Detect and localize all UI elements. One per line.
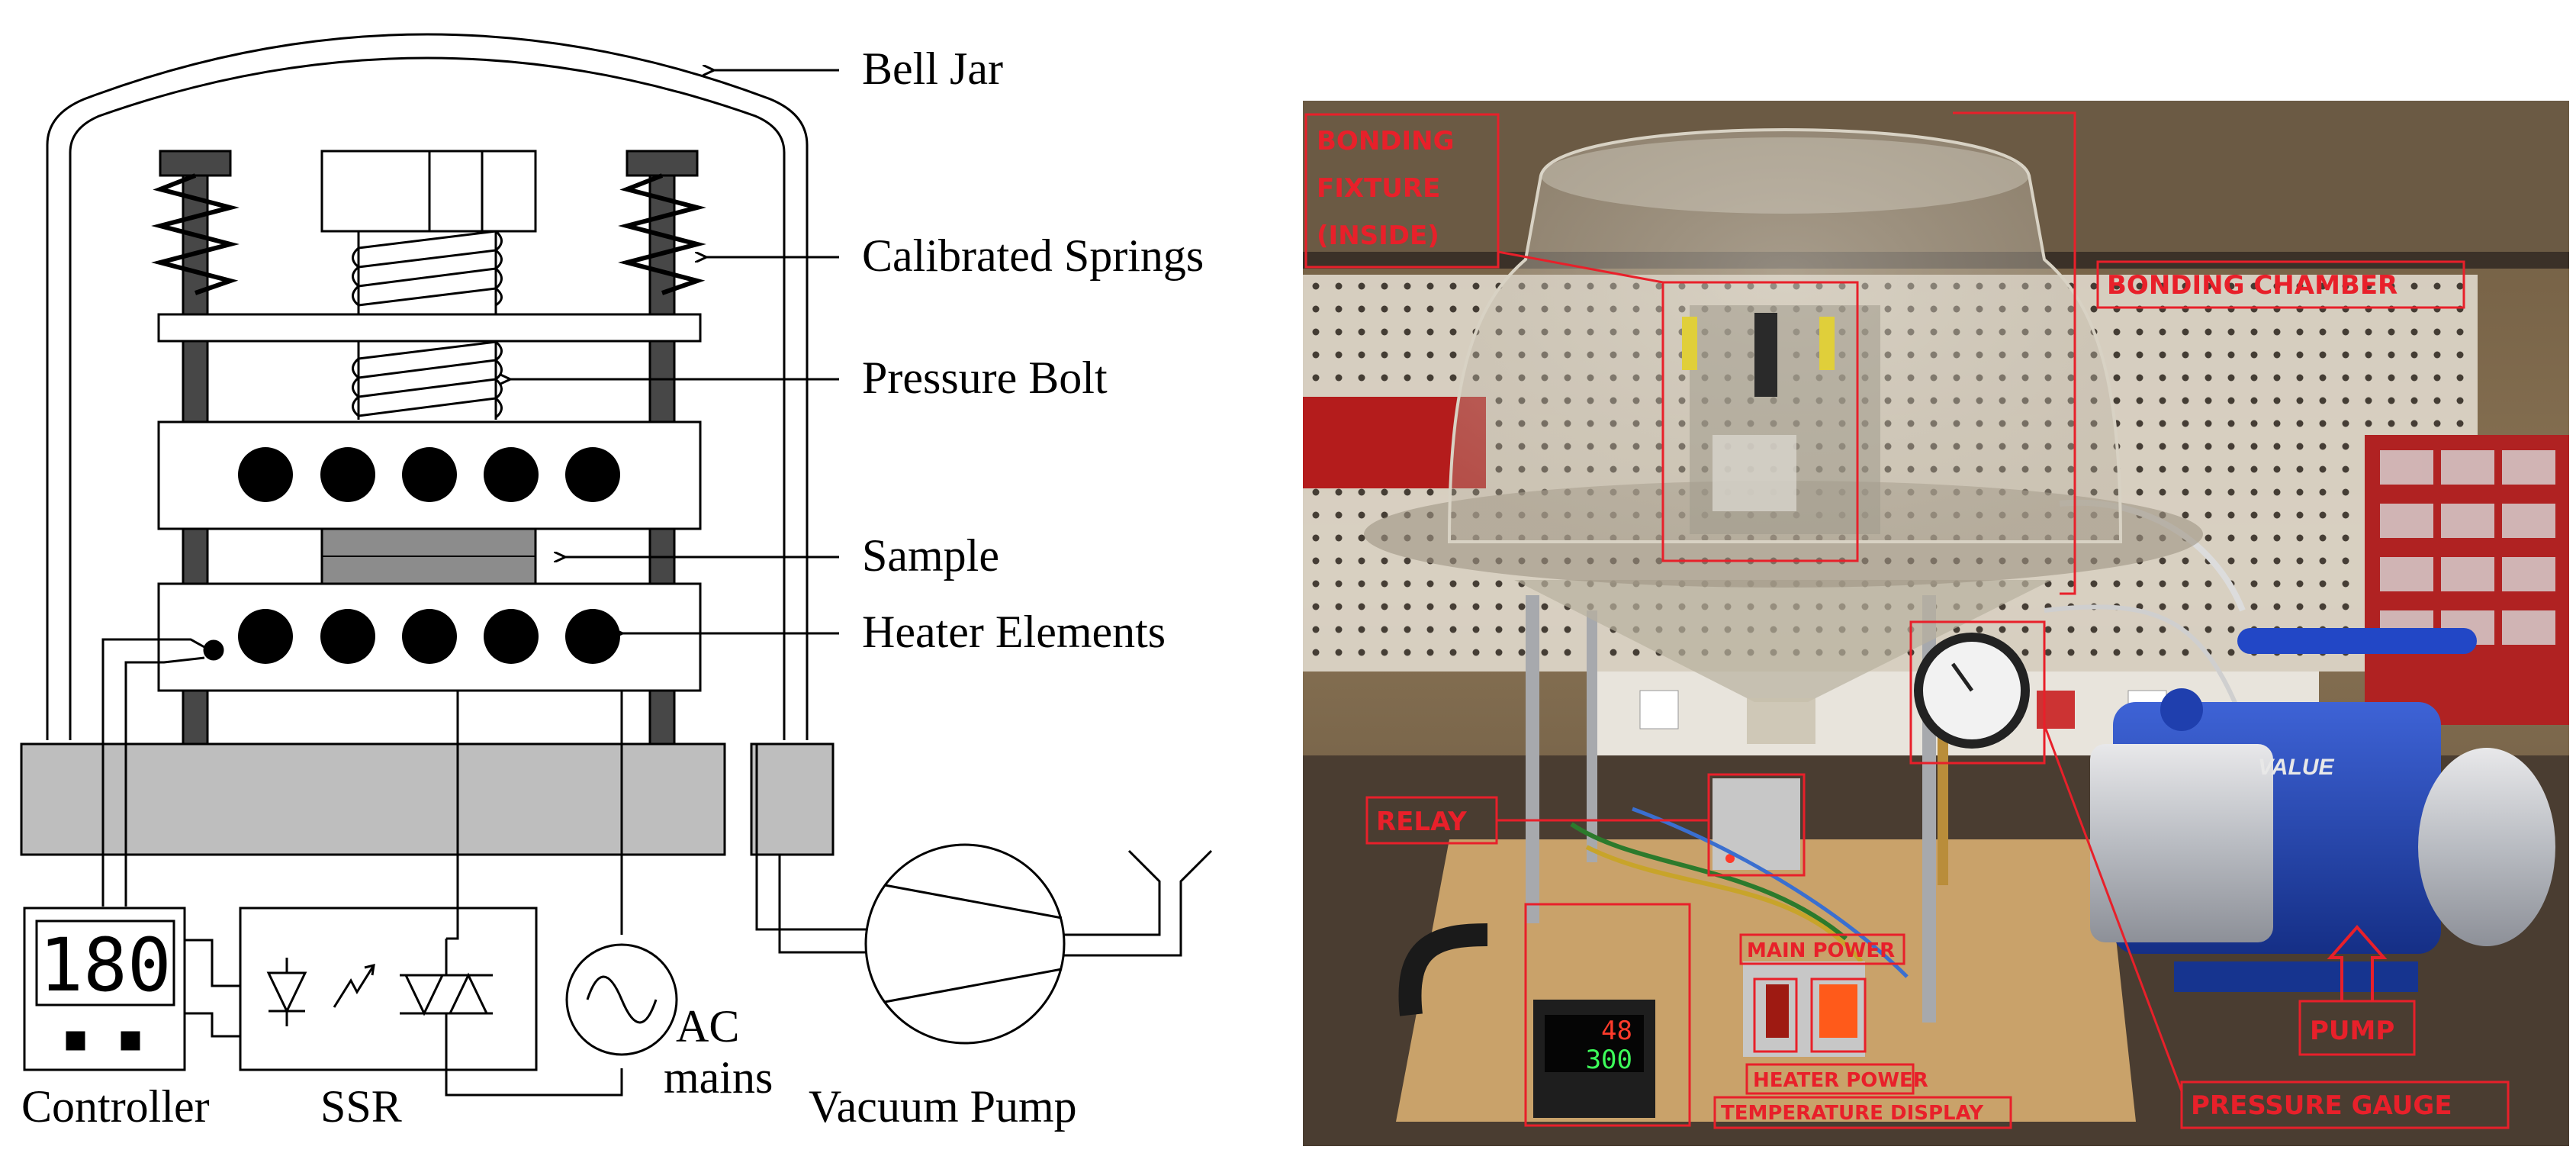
thermocouple-wire-b: [124, 656, 205, 907]
callout-box-temperature-display: [1713, 1096, 2012, 1129]
vacuum-pump-icon: [864, 843, 1066, 1045]
callout-box-fixture-inside: [1661, 281, 1859, 562]
ssr-triac-icon: [400, 939, 493, 1045]
left-column-cap: [159, 150, 232, 177]
right-column-cap: [626, 150, 699, 177]
vacuum-line-a: [755, 744, 868, 931]
label-heater-elements: Heater Elements: [862, 607, 1166, 657]
label-sample: Sample: [862, 530, 999, 581]
temp-sv-readout: 300: [1586, 1045, 1632, 1075]
callout-box-pressure-gauge: [2180, 1081, 2510, 1129]
callout-box-pump: [2298, 1000, 2416, 1056]
controller-display-value: 180: [39, 923, 171, 1008]
main-power-switch: [1766, 984, 1789, 1038]
upper-heater-elements: [238, 447, 620, 502]
thermocouple-tip: [203, 639, 224, 661]
callout-bonding-fixture-line2: FIXTURE: [1317, 173, 1440, 204]
label-calibrated-springs: Calibrated Springs: [862, 230, 1204, 281]
label-mains: mains: [664, 1052, 773, 1103]
callout-pump: PUMP: [2310, 1016, 2394, 1046]
schematic-leader-arrows: [510, 70, 839, 633]
controller-screen: [35, 920, 175, 1006]
callout-bonding-fixture-line1: BONDING: [1317, 126, 1455, 156]
callout-box-bonding-fixture: [1304, 113, 1500, 269]
base-plate: [20, 742, 726, 856]
bolt-thread-upper: [352, 230, 503, 314]
heater-power-switch: [1819, 984, 1857, 1038]
callout-bonding-chamber: BONDING CHAMBER: [2107, 270, 2398, 301]
ssr-diode-icon: [266, 958, 307, 1026]
photo-callouts: [1304, 111, 2510, 1129]
callout-box-bonding-chamber: [2096, 260, 2465, 309]
label-controller: Controller: [21, 1081, 210, 1132]
thermocouple-wire-a: [101, 638, 205, 907]
vacuum-line-b: [778, 855, 868, 954]
callout-pressure-gauge: PRESSURE GAUGE: [2191, 1090, 2452, 1121]
pump-brand-label: VALUE: [2258, 755, 2334, 780]
ssr-to-mains-wire: [445, 1045, 623, 1097]
callout-relay: RELAY: [1376, 807, 1467, 837]
bell-jar-inner: [69, 56, 786, 740]
lab-setup-photo: 48 300 VALUE: [1303, 101, 2569, 1146]
callout-bonding-fixture-line3: (INSIDE): [1317, 221, 1439, 251]
bolt-thread-lower: [352, 340, 503, 420]
schematic-diagram: [20, 33, 1213, 1097]
callout-main-power: MAIN POWER: [1747, 939, 1895, 962]
bell-jar-outer: [46, 33, 809, 740]
pump-port-block: [750, 742, 835, 856]
left-spring: [151, 173, 240, 295]
controller-button-right: [121, 1031, 140, 1051]
pressure-plate: [157, 313, 702, 343]
label-pressure-bolt: Pressure Bolt: [862, 353, 1108, 403]
lower-heater-elements: [238, 609, 620, 664]
label-ac: AC: [676, 1001, 739, 1052]
label-vacuum-pump: Vacuum Pump: [809, 1081, 1077, 1132]
right-spring: [618, 173, 706, 295]
label-ssr: SSR: [320, 1081, 402, 1132]
callout-box-heater-power: [1745, 1063, 1915, 1095]
ssr-optocoupler-arrows-icon: [333, 963, 375, 1008]
callout-heater-power: HEATER POWER: [1753, 1069, 1928, 1092]
label-bell-jar: Bell Jar: [862, 43, 1003, 94]
callout-temperature-display: TEMPERATURE DISPLAY: [1721, 1102, 1984, 1125]
relay-unit: [1713, 778, 1800, 870]
controller-button-left: [66, 1031, 85, 1051]
temp-pv-readout: 48: [1601, 1016, 1632, 1046]
callout-box-main-power: [1739, 933, 1905, 965]
